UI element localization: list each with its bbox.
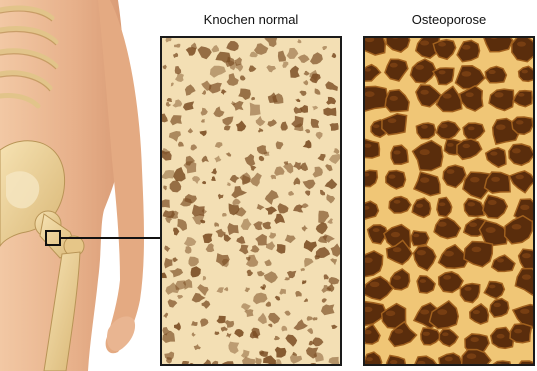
osteoporosis-cavity-shade bbox=[512, 148, 521, 153]
osteoporosis-cavity bbox=[365, 86, 388, 111]
osteoporosis-cavity-shade bbox=[472, 247, 482, 253]
osteoporosis-cavity bbox=[512, 117, 533, 134]
osteoporosis-cavity-shade bbox=[512, 224, 522, 230]
osteoporosis-cavity-shade bbox=[470, 337, 478, 342]
osteoporosis-cavity-shade bbox=[415, 65, 424, 70]
osteoporosis-cavity-shade bbox=[440, 124, 448, 129]
osteoporosis-cavity-shade bbox=[420, 279, 426, 283]
osteoporosis-cavity-shade bbox=[473, 310, 480, 314]
osteoporosis-cavity-shade bbox=[520, 309, 529, 314]
osteoporosis-cavity-shade bbox=[468, 127, 475, 131]
hip-skeleton-illustration bbox=[0, 0, 170, 371]
osteoporosis-cavity-shade bbox=[394, 200, 401, 204]
osteoporosis-cavity-shade bbox=[394, 329, 403, 334]
osteoporosis-cavity-shade bbox=[437, 309, 447, 315]
osteoporosis-cavity-shade bbox=[444, 251, 454, 257]
osteoporosis-cavity-shade bbox=[497, 334, 505, 339]
osteoporosis-cavity-shade bbox=[373, 124, 380, 128]
osteoporosis-cavity-shade bbox=[416, 204, 423, 208]
osteoporosis-cavity-shade bbox=[420, 309, 429, 314]
normal-bone-texture bbox=[162, 38, 340, 364]
osteoporosis-cavity-shade bbox=[497, 258, 504, 262]
osteoporosis-cavity-shade bbox=[516, 175, 524, 180]
osteoporosis-cavity-shade bbox=[365, 91, 375, 97]
osteoporosis-cavity-shade bbox=[393, 247, 402, 252]
osteoporosis-cavity-shade bbox=[447, 143, 454, 147]
osteoporosis-cavity-shade bbox=[391, 232, 400, 237]
osteoporosis-cavity-shade bbox=[420, 40, 429, 45]
osteoporosis-cavity-shade bbox=[470, 177, 480, 183]
osteoporosis-cavity-shade bbox=[494, 92, 503, 97]
osteoporosis-cavity-shade bbox=[463, 144, 470, 148]
osteoporosis-cavity-shade bbox=[388, 118, 397, 123]
osteoporosis-cavity-shade bbox=[462, 71, 472, 77]
osteoporosis-cavity bbox=[485, 66, 506, 82]
osteoporosis-cavity-shade bbox=[413, 234, 419, 238]
osteoporosis-cavity-shade bbox=[496, 124, 506, 130]
osteoporosis-cavity bbox=[365, 139, 379, 158]
normal-bone-panel bbox=[160, 36, 342, 366]
osteoporosis-cavity-shade bbox=[438, 222, 447, 227]
osteoporosis-cavity-shade bbox=[445, 357, 453, 362]
osteoporosis-cavity-shade bbox=[520, 205, 529, 210]
osteoporosis-cavity-shade bbox=[373, 228, 380, 232]
label-normal-bone: Knochen normal bbox=[160, 12, 342, 27]
osteoporosis-cavity bbox=[510, 324, 532, 343]
osteoporosis-cavity bbox=[509, 144, 533, 165]
osteoporosis-cavity-shade bbox=[514, 329, 522, 334]
osteoporosis-cavity-shade bbox=[421, 125, 428, 129]
osteoporosis-cavity-shade bbox=[462, 45, 470, 50]
osteoporosis-bone-texture bbox=[365, 38, 533, 364]
osteoporosis-cavity-shade bbox=[439, 70, 446, 74]
label-osteoporosis: Osteoporose bbox=[363, 12, 535, 27]
osteoporosis-cavity-shade bbox=[438, 42, 446, 47]
osteoporosis-cavity-shade bbox=[489, 285, 496, 289]
osteoporosis-cavity-shade bbox=[443, 94, 452, 99]
osteoporosis-cavity-shade bbox=[488, 200, 497, 205]
osteoporosis-cavity bbox=[411, 231, 428, 246]
osteoporosis-cavity-shade bbox=[442, 332, 448, 336]
osteoporosis-cavity-shade bbox=[467, 353, 477, 359]
osteoporosis-cavity-shade bbox=[469, 222, 477, 227]
osteoporosis-cavity bbox=[389, 197, 411, 213]
osteoporosis-cavity-shade bbox=[390, 96, 398, 101]
osteoporosis-cavity-shade bbox=[423, 332, 430, 336]
osteoporosis-cavity-shade bbox=[420, 177, 429, 183]
osteoporosis-cavity-shade bbox=[420, 149, 430, 155]
osteoporosis-bone-panel bbox=[363, 36, 535, 366]
osteoporosis-cavity bbox=[391, 145, 408, 164]
osteoporosis-cavity-shade bbox=[439, 202, 446, 206]
osteoporosis-cavity-shade bbox=[388, 175, 395, 179]
osteoporosis-cavity-shade bbox=[490, 152, 497, 156]
osteoporosis-cavity-shade bbox=[393, 150, 400, 154]
osteoporosis-cavity-shade bbox=[493, 303, 500, 307]
osteoporosis-cavity-shade bbox=[522, 253, 531, 258]
osteoporosis-cavity-shade bbox=[466, 92, 474, 97]
normal-bone-pore bbox=[222, 213, 227, 217]
osteoporosis-cavity-shade bbox=[366, 357, 373, 361]
osteoporosis-cavity-shade bbox=[521, 70, 527, 74]
osteoporosis-cavity-shade bbox=[420, 90, 428, 95]
osteoporosis-cavity-shade bbox=[370, 282, 380, 288]
osteoporosis-cavity-shade bbox=[446, 169, 454, 174]
osteoporosis-cavity-shade bbox=[518, 93, 524, 97]
osteoporosis-cavity-shade bbox=[417, 250, 426, 255]
osteoporosis-cavity-shade bbox=[390, 63, 398, 68]
osteoporosis-cavity-shade bbox=[488, 70, 495, 74]
osteoporosis-cavity-shade bbox=[522, 274, 531, 279]
osteoporosis-cavity-shade bbox=[467, 202, 475, 206]
osteoporosis-cavity-shade bbox=[443, 275, 451, 280]
osteoporosis-cavity-shade bbox=[393, 275, 401, 280]
osteoporosis-cavity-shade bbox=[491, 177, 500, 182]
hand bbox=[107, 316, 135, 351]
osteoporosis-cavity-shade bbox=[517, 41, 526, 46]
normal-bone-pore bbox=[162, 199, 170, 207]
osteoporosis-cavity-shade bbox=[516, 120, 524, 124]
osteoporosis-cavity-shade bbox=[486, 227, 496, 233]
osteoporosis-cavity-shade bbox=[464, 287, 471, 291]
osteoporosis-cavity-shade bbox=[386, 311, 396, 317]
